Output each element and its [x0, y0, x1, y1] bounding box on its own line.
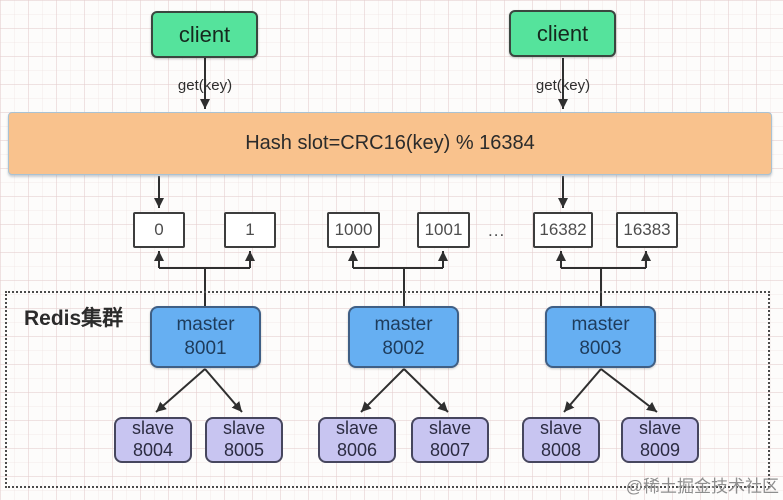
- slave-node-8004-port: 8004: [132, 440, 174, 460]
- redis-cluster-group-border: [5, 291, 770, 488]
- slot-box-1: 1: [224, 212, 276, 248]
- slave-node-8007: slave 8007: [411, 417, 489, 463]
- slave-node-8006-label: slave: [335, 418, 379, 439]
- edge-label-get-key-2: get(key): [535, 77, 591, 94]
- slave-node-8005-label: slave: [222, 418, 266, 439]
- slave-node-8004-label: slave: [131, 418, 175, 439]
- slave-node-8006-port: 8006: [336, 440, 378, 460]
- slave-node-8009-port: 8009: [639, 440, 681, 460]
- master-node-8002-label: master: [374, 314, 433, 336]
- redis-cluster-group-title: Redis集群: [24, 307, 124, 330]
- slave-node-8008-label: slave: [539, 418, 583, 439]
- master-node-8002: master 8002: [348, 306, 459, 368]
- slave-node-8008: slave 8008: [522, 417, 600, 463]
- slave-node-8005: slave 8005: [205, 417, 283, 463]
- watermark-text: @稀土掘金技术社区: [625, 477, 779, 496]
- hash-slot-bar: Hash slot=CRC16(key) % 16384: [8, 112, 772, 175]
- slave-node-8005-port: 8005: [223, 440, 265, 460]
- slot-box-1000: 1000: [327, 212, 380, 248]
- client-node-1-label: client: [178, 21, 231, 47]
- client-node-2-label: client: [536, 20, 589, 46]
- master-node-8003-port: 8003: [579, 338, 622, 359]
- master-node-8001: master 8001: [150, 306, 261, 368]
- slave-node-8007-label: slave: [428, 418, 472, 439]
- slot-box-0: 0: [133, 212, 185, 248]
- client-node-1: client: [151, 11, 258, 58]
- slave-node-8007-port: 8007: [429, 440, 471, 460]
- master-node-8003-label: master: [571, 314, 630, 336]
- hash-slot-bar-label: Hash slot=CRC16(key) % 16384: [245, 132, 535, 154]
- edge-label-get-key-1: get(key): [177, 77, 233, 94]
- slave-node-8006: slave 8006: [318, 417, 396, 463]
- slave-node-8009-label: slave: [638, 418, 682, 439]
- slave-node-8004: slave 8004: [114, 417, 192, 463]
- master-node-8003: master 8003: [545, 306, 656, 368]
- slave-node-8008-port: 8008: [540, 440, 582, 460]
- slots-ellipsis: ...: [488, 221, 506, 240]
- client-node-2: client: [509, 10, 616, 57]
- master-node-8002-port: 8002: [382, 338, 425, 359]
- master-node-8001-label: master: [176, 314, 235, 336]
- slot-box-16383: 16383: [616, 212, 678, 248]
- slot-box-16382: 16382: [533, 212, 593, 248]
- slave-node-8009: slave 8009: [621, 417, 699, 463]
- master-node-8001-port: 8001: [184, 338, 227, 359]
- slot-box-1001: 1001: [417, 212, 470, 248]
